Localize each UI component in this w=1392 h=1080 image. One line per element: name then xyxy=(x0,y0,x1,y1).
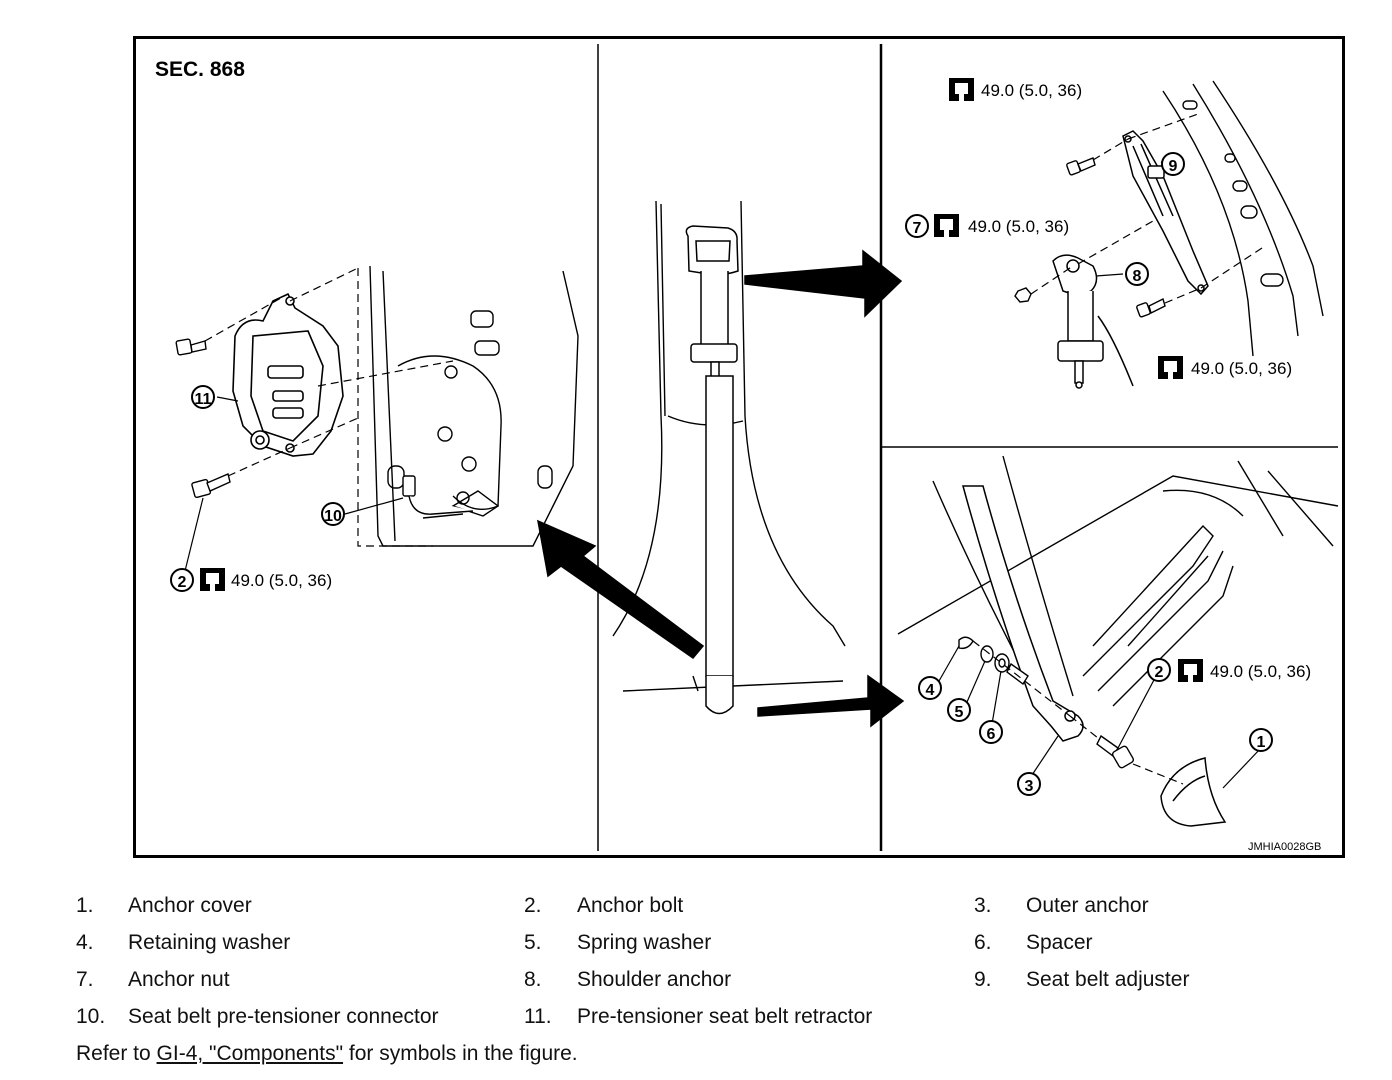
section-label: SEC. 868 xyxy=(155,58,245,81)
leader-lines-left xyxy=(204,267,454,547)
callout-6: 6 xyxy=(979,720,1003,744)
callout-2-retractor: 2 xyxy=(170,568,194,592)
torque-wrench-icon xyxy=(1178,659,1203,682)
pre-tensioner-connector xyxy=(402,475,474,519)
svg-text:3: 3 xyxy=(1025,778,1034,795)
anchor-cover xyxy=(1160,757,1227,827)
svg-text:2: 2 xyxy=(178,574,187,591)
svg-text:6: 6 xyxy=(987,726,996,743)
leader-lines-top-right xyxy=(1030,113,1266,304)
svg-text:1: 1 xyxy=(1257,734,1266,751)
svg-text:11: 11 xyxy=(195,391,212,408)
torque-spec-adjuster-upper: 49.0 (5.0, 36) xyxy=(981,81,1082,100)
leader-lines-bottom-right xyxy=(972,640,1184,785)
callout-10: 10 xyxy=(321,502,345,526)
torque-wrench-icon xyxy=(1158,356,1183,379)
callout-5: 5 xyxy=(947,698,971,722)
torque-wrench-icon xyxy=(949,78,974,101)
direction-arrows xyxy=(537,249,905,728)
retractor-bolts xyxy=(175,338,231,499)
components-reference-link[interactable]: GI-4, "Components" xyxy=(156,1042,344,1065)
callout-9: 9 xyxy=(1161,152,1185,176)
callout-8: 8 xyxy=(1125,262,1149,286)
b-pillar xyxy=(612,200,846,692)
upper-pillar-panel xyxy=(1162,80,1324,357)
svg-text:8: 8 xyxy=(1133,268,1142,285)
torque-spec-retractor: 49.0 (5.0, 36) xyxy=(231,571,332,590)
svg-text:10: 10 xyxy=(324,508,342,525)
adjuster-fasteners xyxy=(1014,157,1166,318)
callout-lines-left xyxy=(184,396,404,572)
callout-11: 11 xyxy=(191,385,215,409)
torque-spec-anchor-nut: 49.0 (5.0, 36) xyxy=(968,217,1069,236)
callout-3: 3 xyxy=(1017,772,1041,796)
reference-note: Refer to GI-4, "Components" for symbols … xyxy=(76,1042,578,1065)
callout-lines-bottom-right xyxy=(938,645,1262,789)
shoulder-anchor xyxy=(1052,254,1134,389)
exploded-view-diagram: SEC. 868 JMHIA0028GB xyxy=(133,36,1345,858)
torque-spec-adjuster-lower: 49.0 (5.0, 36) xyxy=(1191,359,1292,378)
anchor-bolt xyxy=(1096,734,1135,769)
torque-spec-outer-anchor: 49.0 (5.0, 36) xyxy=(1210,662,1311,681)
svg-text:5: 5 xyxy=(955,704,964,721)
torque-wrench-icon xyxy=(200,568,225,591)
svg-text:9: 9 xyxy=(1169,158,1178,175)
callout-1: 1 xyxy=(1249,728,1273,752)
svg-text:2: 2 xyxy=(1155,664,1164,681)
pre-tensioner-retractor xyxy=(232,292,344,457)
callout-2-outer-anchor: 2 xyxy=(1147,658,1171,682)
seat-belt-adjuster xyxy=(1122,130,1209,296)
torque-wrench-icon xyxy=(934,214,959,237)
callout-4: 4 xyxy=(918,676,942,700)
svg-text:7: 7 xyxy=(913,220,922,237)
callout-7: 7 xyxy=(905,214,929,238)
center-seat-belt xyxy=(685,225,739,715)
image-code: JMHIA0028GB xyxy=(1248,841,1321,853)
svg-text:4: 4 xyxy=(926,682,935,699)
